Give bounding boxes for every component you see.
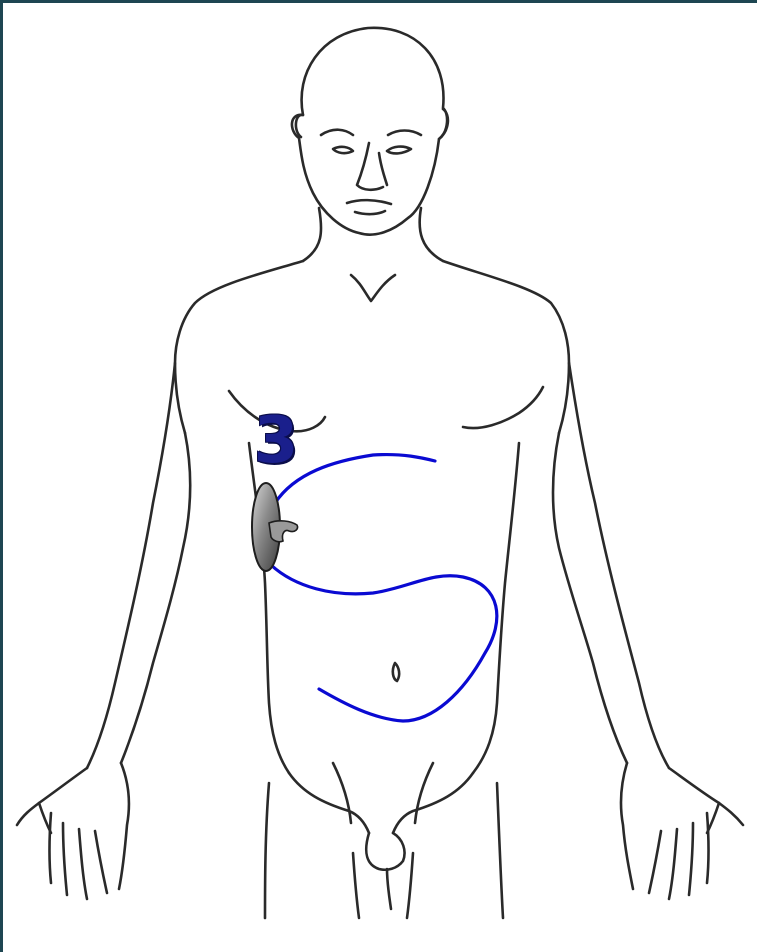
transducer-probe-icon [252,483,298,571]
step-number-label: 3 [246,401,306,481]
scan-path-icon [271,455,497,721]
body-diagram [3,3,757,952]
scan-path-lower [271,565,497,721]
human-body-outline-icon [17,28,743,918]
